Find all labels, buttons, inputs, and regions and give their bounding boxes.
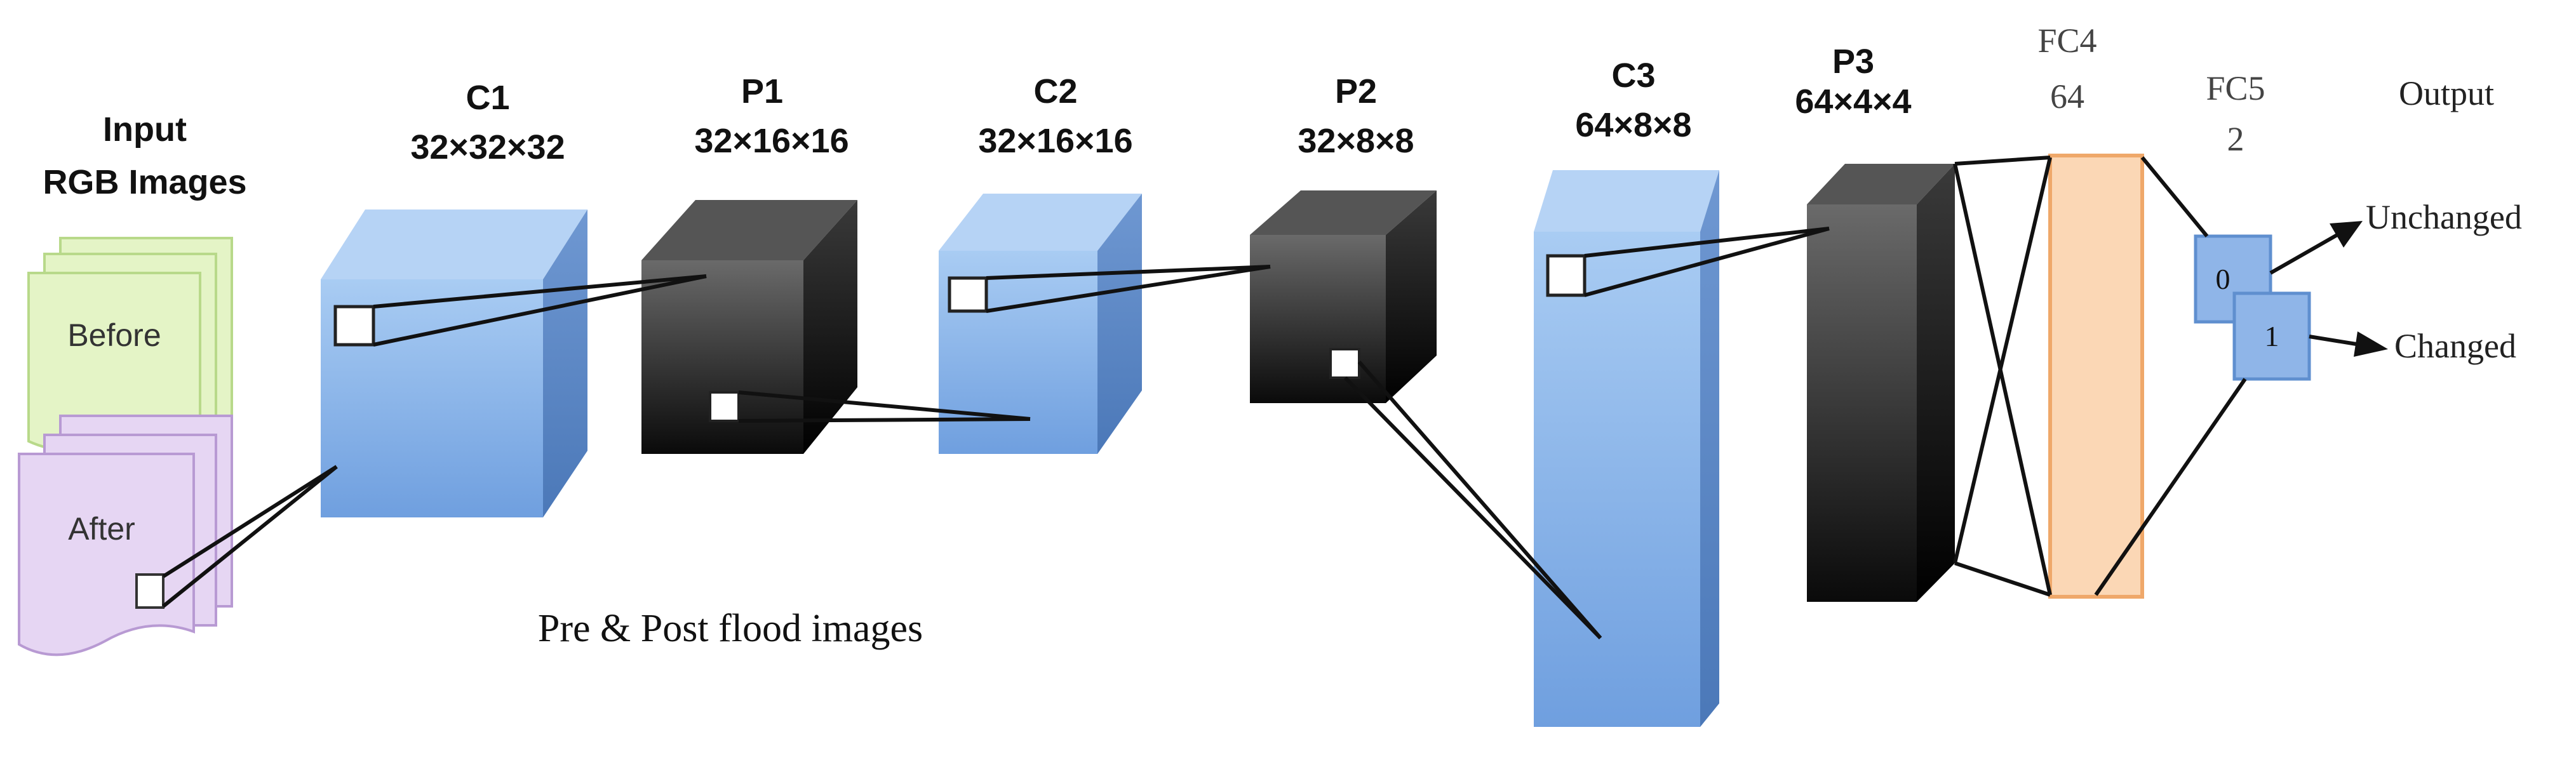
arrow-unchanged bbox=[2269, 233, 2338, 275]
input-title-line2: RGB Images bbox=[43, 163, 246, 201]
layer-c1: C1 32×32×32 bbox=[321, 79, 587, 517]
output-label-changed: Changed bbox=[2394, 327, 2516, 365]
p1-dims: 32×16×16 bbox=[694, 122, 849, 160]
layer-fc5: FC5 2 bbox=[2206, 69, 2265, 158]
output-node-0-label: 0 bbox=[2216, 263, 2231, 295]
p1-name: P1 bbox=[741, 72, 783, 110]
connection-lines bbox=[162, 156, 2247, 640]
fc4-dims: 64 bbox=[2050, 77, 2084, 116]
input-title-line1: Input bbox=[103, 110, 187, 149]
p2-patch bbox=[1329, 348, 1360, 379]
input-group: Input RGB Images Before After bbox=[18, 110, 247, 656]
c2-dims: 32×16×16 bbox=[978, 122, 1132, 160]
fc4-name: FC4 bbox=[2037, 22, 2096, 60]
caption: Pre & Post flood images bbox=[538, 607, 923, 650]
p1-patch bbox=[709, 391, 740, 422]
output-node-1-label: 1 bbox=[2265, 320, 2279, 352]
fc5-dims: 2 bbox=[2227, 120, 2244, 158]
c3-patch bbox=[1546, 254, 1587, 297]
after-patch bbox=[135, 573, 164, 609]
p3-dims: 64×4×4 bbox=[1795, 83, 1911, 121]
fc5-name: FC5 bbox=[2206, 69, 2265, 107]
before-label: Before bbox=[67, 317, 161, 353]
c1-dims: 32×32×32 bbox=[410, 128, 565, 166]
c1-name: C1 bbox=[466, 79, 509, 117]
layer-p1: P1 32×16×16 bbox=[641, 72, 857, 454]
p3-name: P3 bbox=[1832, 43, 1874, 81]
layer-p2: P2 32×8×8 bbox=[1250, 72, 1437, 403]
p2-name: P2 bbox=[1335, 72, 1377, 110]
c2-name: C2 bbox=[1033, 72, 1077, 110]
c2-patch bbox=[948, 276, 988, 313]
after-image-stack: After bbox=[18, 415, 233, 656]
c3-name: C3 bbox=[1611, 57, 1655, 95]
layer-c3: C3 64×8×8 bbox=[1534, 57, 1719, 727]
output-label-unchanged: Unchanged bbox=[2366, 198, 2522, 236]
output-group: Output 0 1 Unchanged Changed bbox=[2194, 74, 2522, 381]
c3-dims: 64×8×8 bbox=[1575, 106, 1691, 144]
output-node-1 bbox=[2232, 291, 2311, 381]
output-title: Output bbox=[2399, 74, 2494, 112]
layer-c2: C2 32×16×16 bbox=[939, 72, 1142, 454]
after-label: After bbox=[68, 511, 135, 547]
layer-fc4: FC4 64 bbox=[2037, 22, 2144, 599]
arrow-changed bbox=[2309, 335, 2357, 346]
p2-dims: 32×8×8 bbox=[1298, 122, 1414, 160]
layer-p3: P3 64×4×4 bbox=[1795, 43, 1955, 602]
c1-patch bbox=[333, 305, 375, 347]
